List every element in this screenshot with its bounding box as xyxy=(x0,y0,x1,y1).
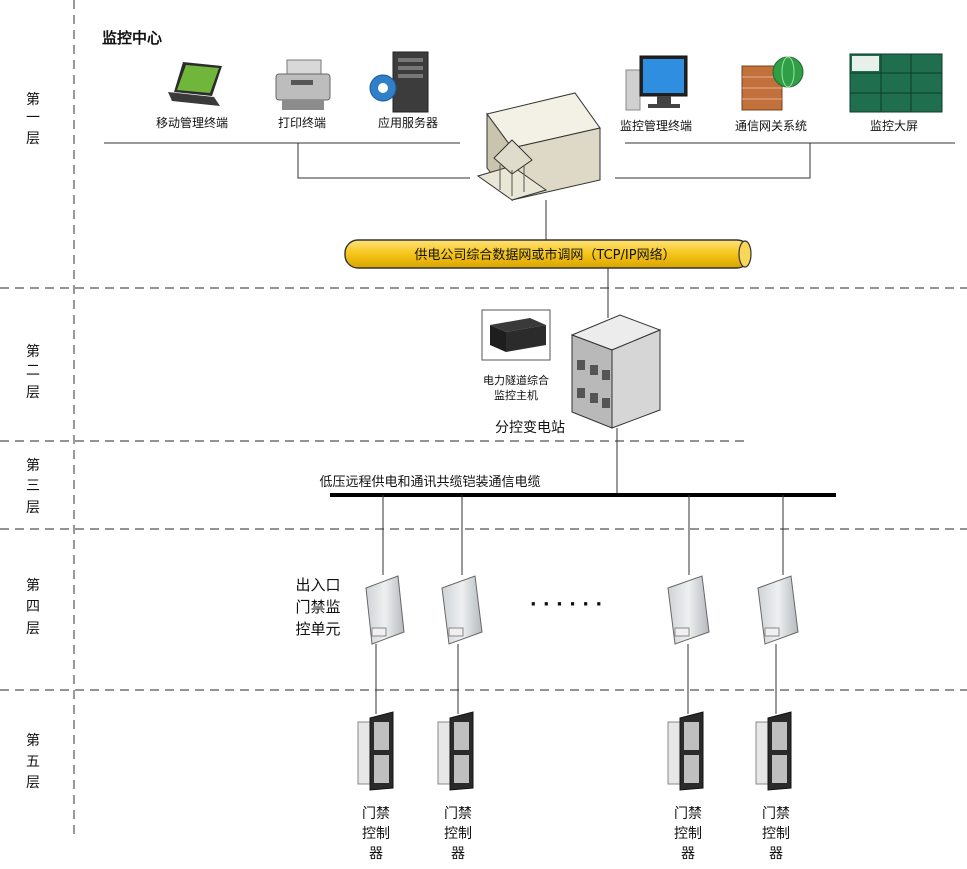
center-lan-lines xyxy=(104,142,955,242)
access-unit-1 xyxy=(365,575,405,645)
layer-1-char-2: 一 xyxy=(26,110,40,126)
controller-4-label-line-3: 器 xyxy=(769,846,783,862)
controller-2-label-line-2: 控制 xyxy=(444,826,472,842)
controller-1-label-line-2: 控制 xyxy=(362,826,390,842)
layer-5-char-3: 层 xyxy=(26,775,40,791)
layer-5-char-1: 第 xyxy=(26,732,40,749)
units-ellipsis: · · · · · · xyxy=(530,594,602,615)
access-unit-3 xyxy=(667,575,710,645)
layer-labels: 第 一 层 第 二 层 第 三 层 第 四 层 第 五 层 xyxy=(26,91,40,791)
substation-name: 分控变电站 xyxy=(495,420,565,436)
access-unit-label-line-1: 出入口 xyxy=(295,576,340,594)
door-controller-1 xyxy=(357,711,394,791)
door-controller-4 xyxy=(755,711,792,791)
layer-4-char-3: 层 xyxy=(26,621,40,637)
controller-2-label-line-1: 门禁 xyxy=(444,806,472,822)
controller-3-label-line-3: 器 xyxy=(681,846,695,862)
laptop-icon xyxy=(168,62,222,106)
host-label-line-2: 监控主机 xyxy=(494,388,538,402)
cable-drops xyxy=(382,495,784,575)
host-label-line-1: 电力隧道综合 xyxy=(483,373,549,387)
printer-icon xyxy=(275,59,331,110)
controller-3-label-line-1: 门禁 xyxy=(674,806,702,822)
layer-1-char-1: 第 xyxy=(26,91,40,108)
access-unit-label-line-3: 控单元 xyxy=(295,620,340,638)
network-pipe xyxy=(344,239,752,269)
controller-2-label-line-3: 器 xyxy=(451,846,465,862)
layer-2-char-3: 层 xyxy=(26,385,40,401)
left-device-label-3: 应用服务器 xyxy=(378,115,438,130)
controller-links xyxy=(375,644,777,714)
monitoring-center-title: 监控中心 xyxy=(102,29,162,47)
controller-4-label-line-1: 门禁 xyxy=(762,806,790,822)
network-label: 供电公司综合数据网或市调网（TCP/IP网络） xyxy=(414,247,675,263)
left-device-label-1: 移动管理终端 xyxy=(156,115,228,130)
left-device-label-2: 打印终端 xyxy=(278,115,326,130)
layer-4-char-1: 第 xyxy=(26,577,40,594)
controller-4-label-line-2: 控制 xyxy=(762,826,790,842)
controller-1-label-line-3: 器 xyxy=(369,846,383,862)
right-device-label-3: 监控大屏 xyxy=(870,119,918,133)
layer-3-char-1: 第 xyxy=(26,457,40,474)
access-unit-label-line-2: 门禁监 xyxy=(295,598,340,616)
firewall-globe-icon xyxy=(741,56,804,111)
door-controller-2 xyxy=(437,711,474,791)
cable-label: 低压远程供电和通讯共缆铠装通信电缆 xyxy=(319,474,540,490)
monitoring-host-icon xyxy=(481,309,551,361)
layer-4-char-2: 四 xyxy=(26,599,40,615)
monitor-icon xyxy=(625,55,688,111)
central-data-center-icon xyxy=(476,92,601,202)
layer-2-char-2: 二 xyxy=(26,363,40,379)
layer-2-char-1: 第 xyxy=(26,343,40,360)
layer-1-char-3: 层 xyxy=(26,131,40,147)
layer-3-char-2: 三 xyxy=(26,478,40,494)
substation-building-icon xyxy=(570,314,662,429)
right-device-label-1: 监控管理终端 xyxy=(620,118,692,133)
right-device-label-2: 通信网关系统 xyxy=(735,119,807,133)
server-icon xyxy=(369,51,429,113)
video-wall-icon xyxy=(849,53,943,113)
access-unit-2 xyxy=(441,575,483,645)
layer-5-char-2: 五 xyxy=(26,754,40,770)
layer-3-char-3: 层 xyxy=(26,500,40,516)
access-unit-4 xyxy=(757,575,799,645)
controller-1-label-line-1: 门禁 xyxy=(362,806,390,822)
door-controller-3 xyxy=(667,711,704,791)
controller-labels: 门禁 控制 器 门禁 控制 器 门禁 控制 器 门禁 控制 器 xyxy=(362,806,790,862)
controller-3-label-line-2: 控制 xyxy=(674,826,702,842)
layer-dividers xyxy=(0,0,967,840)
